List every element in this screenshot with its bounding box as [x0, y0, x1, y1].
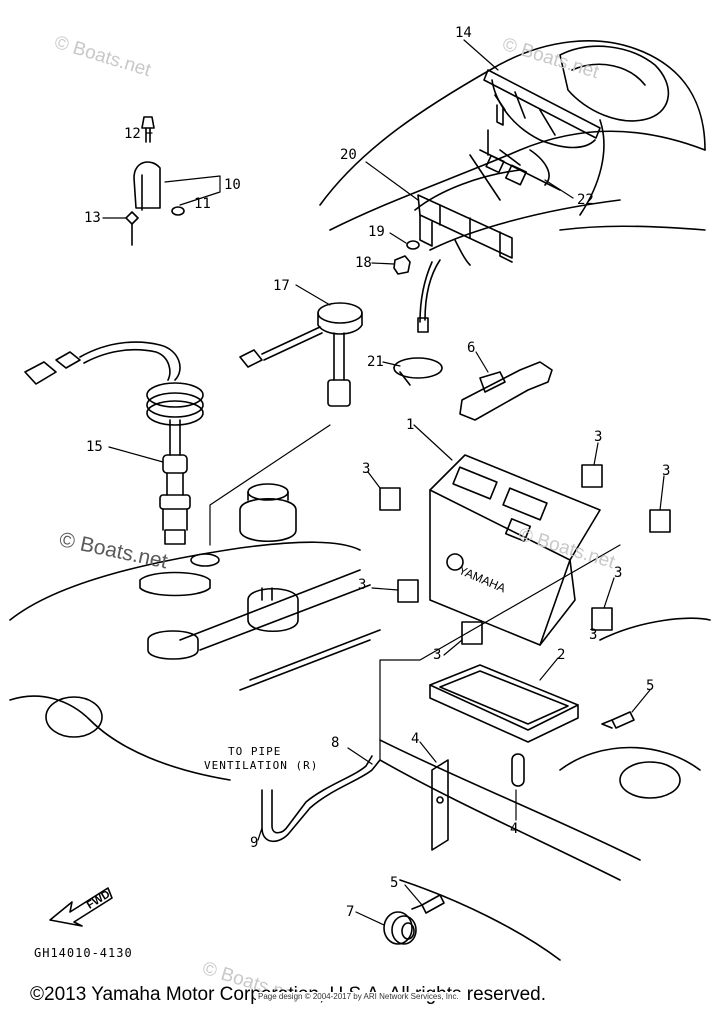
callout-6: 6 — [467, 340, 476, 356]
fastener-group-top-left — [125, 116, 185, 246]
hull-lower-shape — [9, 541, 711, 961]
callout-2: 2 — [557, 647, 566, 663]
callout-15: 15 — [86, 439, 103, 455]
callout-10: 10 — [224, 177, 241, 193]
callout-8: 8 — [331, 735, 340, 751]
callout-3: 3 — [614, 565, 623, 581]
callout-5: 5 — [646, 678, 655, 694]
small-parts-18-19 — [393, 240, 441, 333]
copyright-small-text: Page design © 2004-2017 by ARI Network S… — [256, 992, 461, 1001]
callout-22: 22 — [577, 192, 594, 208]
vent-hose — [261, 755, 381, 843]
mount-brackets — [431, 753, 525, 851]
callout-9: 9 — [250, 835, 259, 851]
callout-20: 20 — [340, 147, 357, 163]
callout-3: 3 — [362, 461, 371, 477]
callout-4: 4 — [411, 731, 420, 747]
battery-tray — [429, 664, 579, 743]
meter-assembly — [469, 69, 601, 201]
part-17-sensor — [239, 302, 363, 407]
leader-lines — [102, 39, 665, 926]
callout-19: 19 — [368, 224, 385, 240]
clamp-and-holder — [393, 357, 553, 421]
callout-17: 17 — [273, 278, 290, 294]
note-line-1: TO PIPE — [228, 745, 282, 758]
callout-4: 4 — [510, 821, 519, 837]
part-code: GH14010-4130 — [34, 946, 133, 960]
callout-18: 18 — [355, 255, 372, 271]
bracket-part-20 — [417, 194, 513, 266]
callout-3: 3 — [589, 627, 598, 643]
fwd-arrow-icon — [49, 887, 113, 927]
callout-5: 5 — [390, 875, 399, 891]
callout-14: 14 — [455, 25, 472, 41]
screws-and-grommet — [383, 711, 635, 945]
callout-13: 13 — [84, 210, 101, 226]
callout-3: 3 — [662, 463, 671, 479]
callout-21: 21 — [367, 354, 384, 370]
callout-12: 12 — [124, 126, 141, 142]
callout-3: 3 — [358, 577, 367, 593]
callout-11: 11 — [194, 196, 211, 212]
callout-7: 7 — [346, 904, 355, 920]
callout-3: 3 — [433, 647, 442, 663]
callout-3: 3 — [594, 429, 603, 445]
note-line-2: VENTILATION (R) — [204, 759, 319, 772]
battery-pads — [379, 464, 671, 645]
tank-caps — [139, 483, 299, 660]
sensor-harness — [24, 341, 204, 545]
callout-1: 1 — [406, 417, 415, 433]
hull-upper-shape — [319, 40, 706, 251]
